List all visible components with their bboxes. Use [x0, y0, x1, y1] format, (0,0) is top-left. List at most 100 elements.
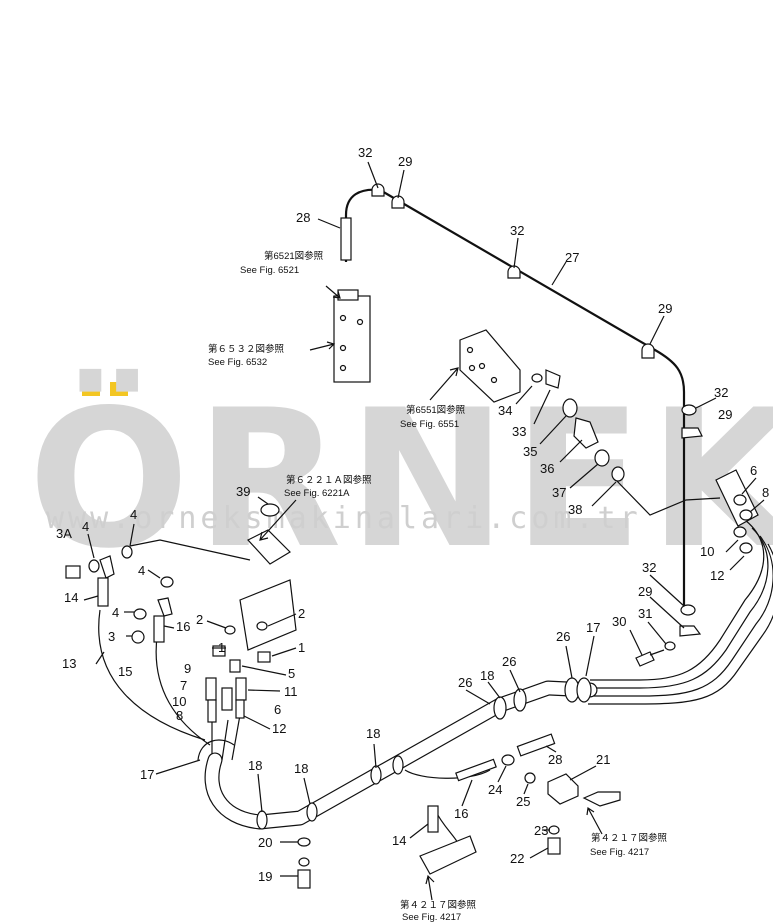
callout-4: 4: [130, 507, 137, 522]
leader: [95, 651, 105, 665]
callout-2: 2: [196, 612, 203, 627]
line-16: [404, 769, 491, 779]
ref-6221a: See Fig. 6221A: [284, 488, 350, 499]
leader: [163, 625, 175, 629]
leader: [271, 647, 297, 657]
leader: [569, 463, 599, 489]
callout-26: 26: [502, 654, 516, 669]
leader: [317, 218, 341, 229]
washer-20: [298, 857, 310, 867]
callout-6: 6: [274, 702, 281, 717]
plug-3: [131, 630, 145, 644]
leader: [559, 439, 583, 463]
callout-14: 14: [64, 590, 78, 605]
ref-6551-jp: 第6551図参照: [406, 404, 466, 416]
hose-17-18-inner: [205, 681, 597, 829]
elbow-4217: [582, 791, 621, 807]
leader: [147, 569, 161, 579]
fitting-10: [733, 526, 747, 538]
callout-9: 9: [184, 661, 191, 676]
callout-2: 2: [298, 606, 305, 621]
callout-1: 1: [298, 640, 305, 655]
port: [468, 364, 476, 372]
watermark: ÖRNEK www.orneksmakinalari.com.tr: [28, 368, 773, 590]
leader: [545, 745, 557, 753]
leader: [529, 847, 549, 859]
o-ring-2: [224, 625, 236, 635]
callout-12: 12: [272, 721, 286, 736]
hose-clamp: [513, 688, 527, 712]
leader: [515, 385, 533, 405]
fitting-6: [733, 494, 747, 506]
hose-clamp: [306, 802, 318, 822]
tube-to-valve: [613, 477, 721, 516]
o-ring-4: [160, 576, 174, 588]
callout-10: 10: [700, 544, 714, 559]
hose-clamp: [256, 810, 268, 830]
leader: [509, 669, 521, 693]
port: [339, 314, 347, 322]
leader: [585, 635, 595, 677]
port: [356, 318, 364, 326]
leader: [551, 261, 567, 286]
ref-4217a-jp: 第４２１７図参照: [591, 832, 668, 844]
callout-36: 36: [540, 461, 554, 476]
callout-19: 19: [258, 869, 272, 884]
clamp-32: [680, 604, 696, 616]
callout-16: 16: [454, 806, 468, 821]
callout-4: 4: [138, 563, 145, 578]
callout-24: 24: [488, 782, 502, 797]
leader: [83, 595, 99, 601]
callout-22: 22: [510, 851, 524, 866]
callout-6: 6: [750, 463, 757, 478]
watermark-brand: ÖRNEK: [28, 368, 773, 590]
fitting-14-lower: [427, 805, 439, 833]
leader: [569, 765, 597, 781]
callout-18: 18: [294, 761, 308, 776]
arrow-6532: [309, 341, 336, 351]
callout-23: 23: [534, 823, 548, 838]
reference-arrows: [259, 285, 603, 901]
leader: [257, 773, 263, 813]
clamp-32: [507, 265, 521, 279]
leader: [257, 496, 269, 505]
callout-17: 17: [586, 620, 600, 635]
leader: [409, 823, 429, 839]
leader: [461, 779, 473, 807]
watermark-accent-dot: [110, 382, 128, 396]
o-ring-2: [256, 621, 268, 631]
fitting-38: [611, 466, 625, 482]
callout-28: 28: [548, 752, 562, 767]
fitting-5: [229, 659, 241, 673]
port: [339, 344, 347, 352]
valve-block-6532: [333, 295, 371, 383]
leader: [513, 237, 519, 269]
callout-28: 28: [296, 210, 310, 225]
arrow-6551: [429, 367, 459, 401]
tube-bundle-3: [590, 535, 773, 697]
callout-4: 4: [82, 519, 89, 534]
washer-31: [664, 641, 676, 651]
callout-34: 34: [498, 403, 512, 418]
ref-4217b: See Fig. 4217: [402, 912, 461, 923]
block-21: [547, 773, 579, 805]
callout-29: 29: [638, 584, 652, 599]
leader: [241, 665, 287, 676]
bolt-30-shank: [649, 649, 665, 656]
part-4217-lower: [419, 835, 477, 875]
leader-lines: [83, 161, 765, 877]
hose-clamp: [493, 696, 507, 720]
tube-bundle-2: [590, 527, 769, 689]
callout-35: 35: [523, 444, 537, 459]
leader: [247, 689, 281, 692]
leader: [497, 765, 507, 783]
callout-30: 30: [612, 614, 626, 629]
callout-29: 29: [658, 301, 672, 316]
callout-29: 29: [398, 154, 412, 169]
leader: [741, 477, 757, 495]
leader: [523, 783, 529, 795]
leader: [87, 533, 95, 559]
bolt-19: [297, 869, 311, 889]
callout-17: 17: [140, 767, 154, 782]
